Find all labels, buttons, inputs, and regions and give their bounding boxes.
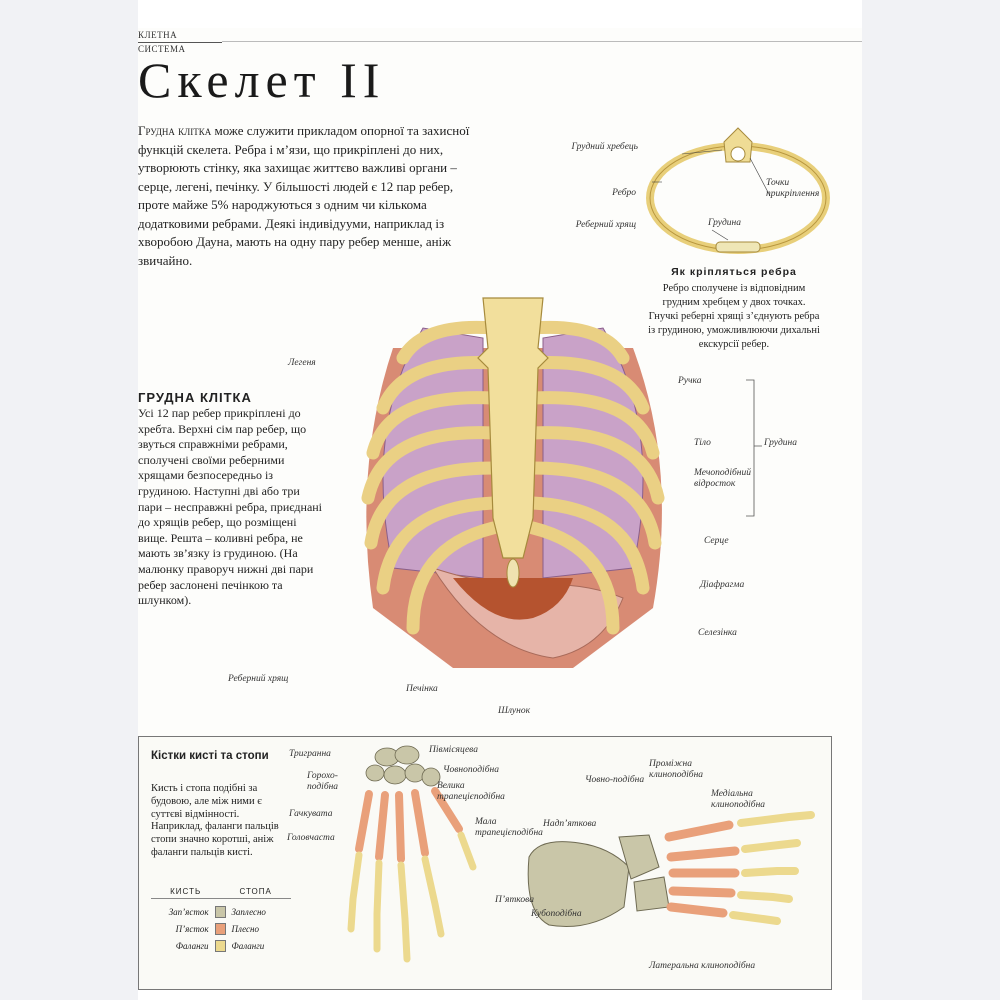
label-cuboid: Кубоподібна (531, 909, 582, 919)
bone-color-legend: КИСТЬ СТОПА Зап’ясток Заплесно П’ясток П… (151, 887, 291, 954)
label-lateral-cuneiform: Латеральна клиноподібна (649, 961, 756, 971)
legend-swatch-2 (214, 939, 227, 952)
label-calcaneus: П’яткова (495, 895, 534, 905)
ribcage-heading: ГРУДНА КЛІТКА (138, 390, 252, 405)
label-trapezoid: Мала трапецієподібна (475, 817, 543, 838)
hand-foot-text: Кисть і стопа подібні за будовою, але мі… (151, 783, 279, 858)
page-title: Скелет II (138, 52, 386, 108)
hand-foot-panel: Кістки кисті та стопи Кисть і стопа поді… (138, 736, 832, 990)
left-margin (0, 0, 138, 1000)
right-margin (862, 0, 1000, 1000)
legend-col-hand: КИСТЬ (170, 887, 202, 896)
label-xiphoid: Мечоподібний відросток (694, 468, 751, 489)
legend-foot-tarsus: Заплесно (231, 906, 266, 917)
label-trapezium: Велика трапецієподібна (437, 781, 505, 802)
legend-row: Зап’ясток Заплесно (151, 903, 291, 920)
top-rule (222, 41, 862, 42)
sternum-bracket (746, 379, 762, 517)
label-navicular: Човно-подібна (585, 775, 645, 785)
legend-header: КИСТЬ СТОПА (151, 887, 291, 899)
legend-col-foot: СТОПА (239, 887, 272, 896)
hand-foot-title: Кістки кисті та стопи (151, 750, 269, 762)
label-costal-cartilage-top: Реберний хрящ (575, 220, 636, 230)
rib-cross-section-illustration (646, 127, 830, 254)
legend-hand-metacarpus: П’ясток (175, 923, 209, 934)
legend-foot-phalanges: Фаланги (231, 940, 265, 951)
attachment-title: Як кріпляться ребра (671, 266, 797, 278)
legend-swatch-0 (214, 905, 227, 918)
intro-text: може служити прикладом опорної та захисн… (138, 123, 470, 268)
label-talus: Надп’яткова (543, 819, 597, 829)
label-heart: Серце (704, 536, 729, 546)
legend-row: Фаланги Фаланги (151, 937, 291, 954)
attachment-text: Ребро сполучене із відповідним грудним х… (648, 283, 820, 350)
label-capitate: Головчаста (287, 833, 335, 843)
label-sternum-group: Грудина (764, 438, 797, 448)
label-spleen: Селезінка (698, 628, 737, 638)
intro-paragraph: Грудна клітка може служити прикладом опо… (138, 122, 476, 270)
label-sternum-body: Тіло (694, 438, 711, 448)
intro-lead: Грудна клітка (138, 123, 212, 138)
label-diaphragm: Діафрагма (700, 580, 745, 590)
legend-row: П’ясток Плесно (151, 920, 291, 937)
label-medial-cuneiform: Медіальна клиноподібна (711, 789, 766, 810)
legend-swatch-1 (214, 922, 227, 935)
hand-bones-illustration (347, 745, 477, 963)
book-page: КЛЕТНА СИСТЕМА Скелет II Грудна клітка м… (138, 28, 862, 990)
label-pisiform: Горохо-подібна (307, 771, 339, 792)
label-lunate: Півмісяцева (429, 745, 478, 755)
label-attachment-points: Точки прикріплення (766, 178, 820, 199)
ribcage-illustration (361, 297, 665, 668)
label-costal-cartilage: Реберний хрящ (228, 674, 289, 684)
legend-hand-phalanges: Фаланги (175, 940, 209, 951)
label-rib: Ребро (612, 188, 636, 198)
label-liver: Печінка (406, 684, 438, 694)
section-header: КЛЕТНА СИСТЕМА (138, 28, 222, 54)
label-intermediate-cuneiform: Проміжна клиноподібна (649, 759, 704, 780)
label-manubrium: Ручка (678, 376, 702, 386)
legend-hand-carpus: Зап’ясток (168, 906, 209, 917)
foot-bones-illustration (527, 811, 815, 928)
label-thoracic-vertebra: Грудний хребець (571, 142, 638, 152)
label-sternum-top: Грудина (708, 218, 741, 228)
label-lung: Легеня (288, 358, 316, 368)
ribcage-text: Усі 12 пар ребер прикріплені до хребта. … (138, 406, 323, 608)
label-scaphoid: Човноподібна (443, 765, 499, 775)
label-hamate: Гачкувата (289, 809, 333, 819)
legend-foot-metatarsus: Плесно (231, 923, 259, 934)
label-triquetral: Тригранна (289, 749, 331, 759)
label-stomach: Шлунок (498, 706, 531, 716)
